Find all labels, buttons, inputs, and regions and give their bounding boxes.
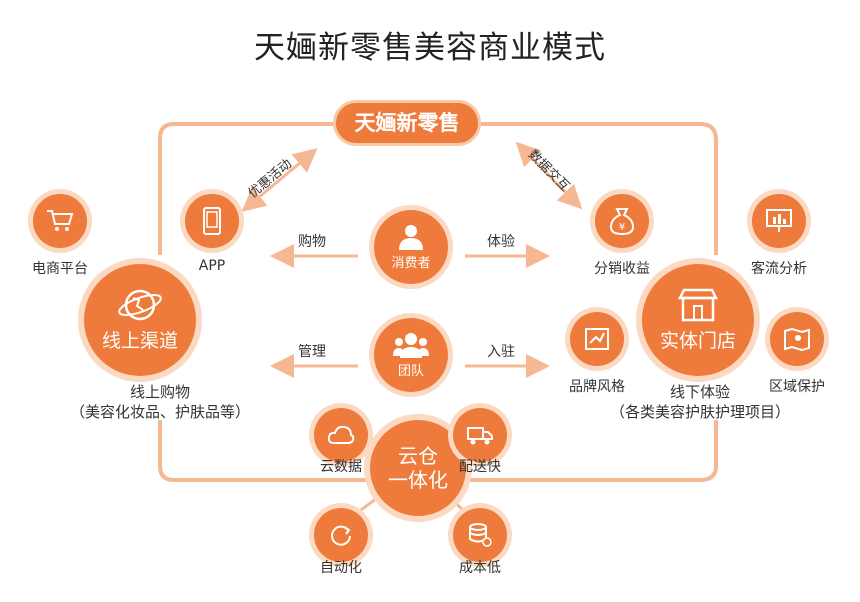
- brand-label: 品牌风格: [569, 379, 625, 395]
- auto-label: 自动化: [320, 560, 362, 576]
- ecommerce-label: 电商平台: [32, 261, 88, 277]
- money-bag-icon: ¥: [609, 208, 635, 235]
- ecommerce-node: [33, 194, 87, 248]
- cost-label: 成本低: [459, 560, 501, 576]
- center-pill: 天婳新零售: [333, 100, 481, 146]
- brand-node: [570, 312, 624, 366]
- store-caption-2: （各类美容护肤护理项目）: [609, 403, 790, 421]
- brush-board-icon: [585, 328, 609, 350]
- team-label: 团队: [397, 363, 424, 379]
- frame-top-right: [481, 122, 718, 255]
- edge-settle: 入驻: [487, 344, 515, 360]
- edge-shop: 购物: [298, 234, 326, 250]
- frame-top-left: [158, 122, 333, 255]
- frame-bottom-left: [158, 420, 372, 482]
- online-caption-1: 线上购物: [129, 383, 190, 401]
- region-label: 区域保护: [769, 379, 825, 395]
- coin-stack-icon: [469, 523, 492, 547]
- frame-bottom-right: [462, 420, 718, 482]
- globe-icon: [118, 289, 162, 320]
- refresh-icon: [331, 525, 351, 546]
- online-channel-label: 线上渠道: [101, 329, 178, 352]
- truck-icon: [467, 427, 493, 445]
- page-title: 天婳新零售美容商业模式: [254, 30, 606, 66]
- cart-icon: [47, 210, 74, 231]
- consumer-node: 消费者: [374, 210, 448, 284]
- phone-icon: [203, 207, 221, 235]
- auto-node: [314, 508, 368, 562]
- profit-node: ¥: [595, 194, 649, 248]
- svg-text:¥: ¥: [619, 222, 625, 233]
- consumer-label: 消费者: [391, 255, 431, 271]
- cloud-icon: [327, 425, 355, 444]
- profit-label: 分销收益: [594, 261, 650, 277]
- cloud-data-node: [314, 408, 368, 462]
- storefront-icon: [678, 288, 718, 321]
- region-node: [770, 312, 824, 366]
- store-caption-1: 线下体验: [669, 383, 730, 401]
- arrow-left-diag: [241, 148, 318, 212]
- traffic-label: 客流分析: [751, 261, 807, 277]
- chart-board-icon: [766, 209, 792, 232]
- cloud-line1: 云仓: [398, 444, 438, 468]
- map-pin-icon: [784, 327, 810, 351]
- delivery-node: [453, 408, 507, 462]
- edge-experience: 体验: [487, 234, 515, 250]
- app-node: [185, 194, 239, 248]
- delivery-label: 配送快: [459, 459, 501, 475]
- arrow-right-diag: [515, 141, 583, 210]
- group-icon: [393, 332, 429, 358]
- traffic-node: [752, 194, 806, 248]
- team-node: 团队: [374, 318, 448, 392]
- cloud-warehouse-node: 云仓 一体化: [370, 420, 466, 516]
- person-icon: [399, 224, 423, 250]
- cloud-data-label: 云数据: [320, 459, 362, 475]
- online-caption-2: （美容化妆品、护肤品等）: [69, 403, 250, 421]
- cost-node: [453, 508, 507, 562]
- store-node: 实体门店: [642, 264, 754, 376]
- cloud-line2: 一体化: [388, 468, 448, 492]
- store-label: 实体门店: [659, 329, 736, 352]
- edge-manage: 管理: [298, 344, 326, 360]
- app-label: APP: [198, 258, 226, 274]
- online-channel-node: 线上渠道: [84, 264, 196, 376]
